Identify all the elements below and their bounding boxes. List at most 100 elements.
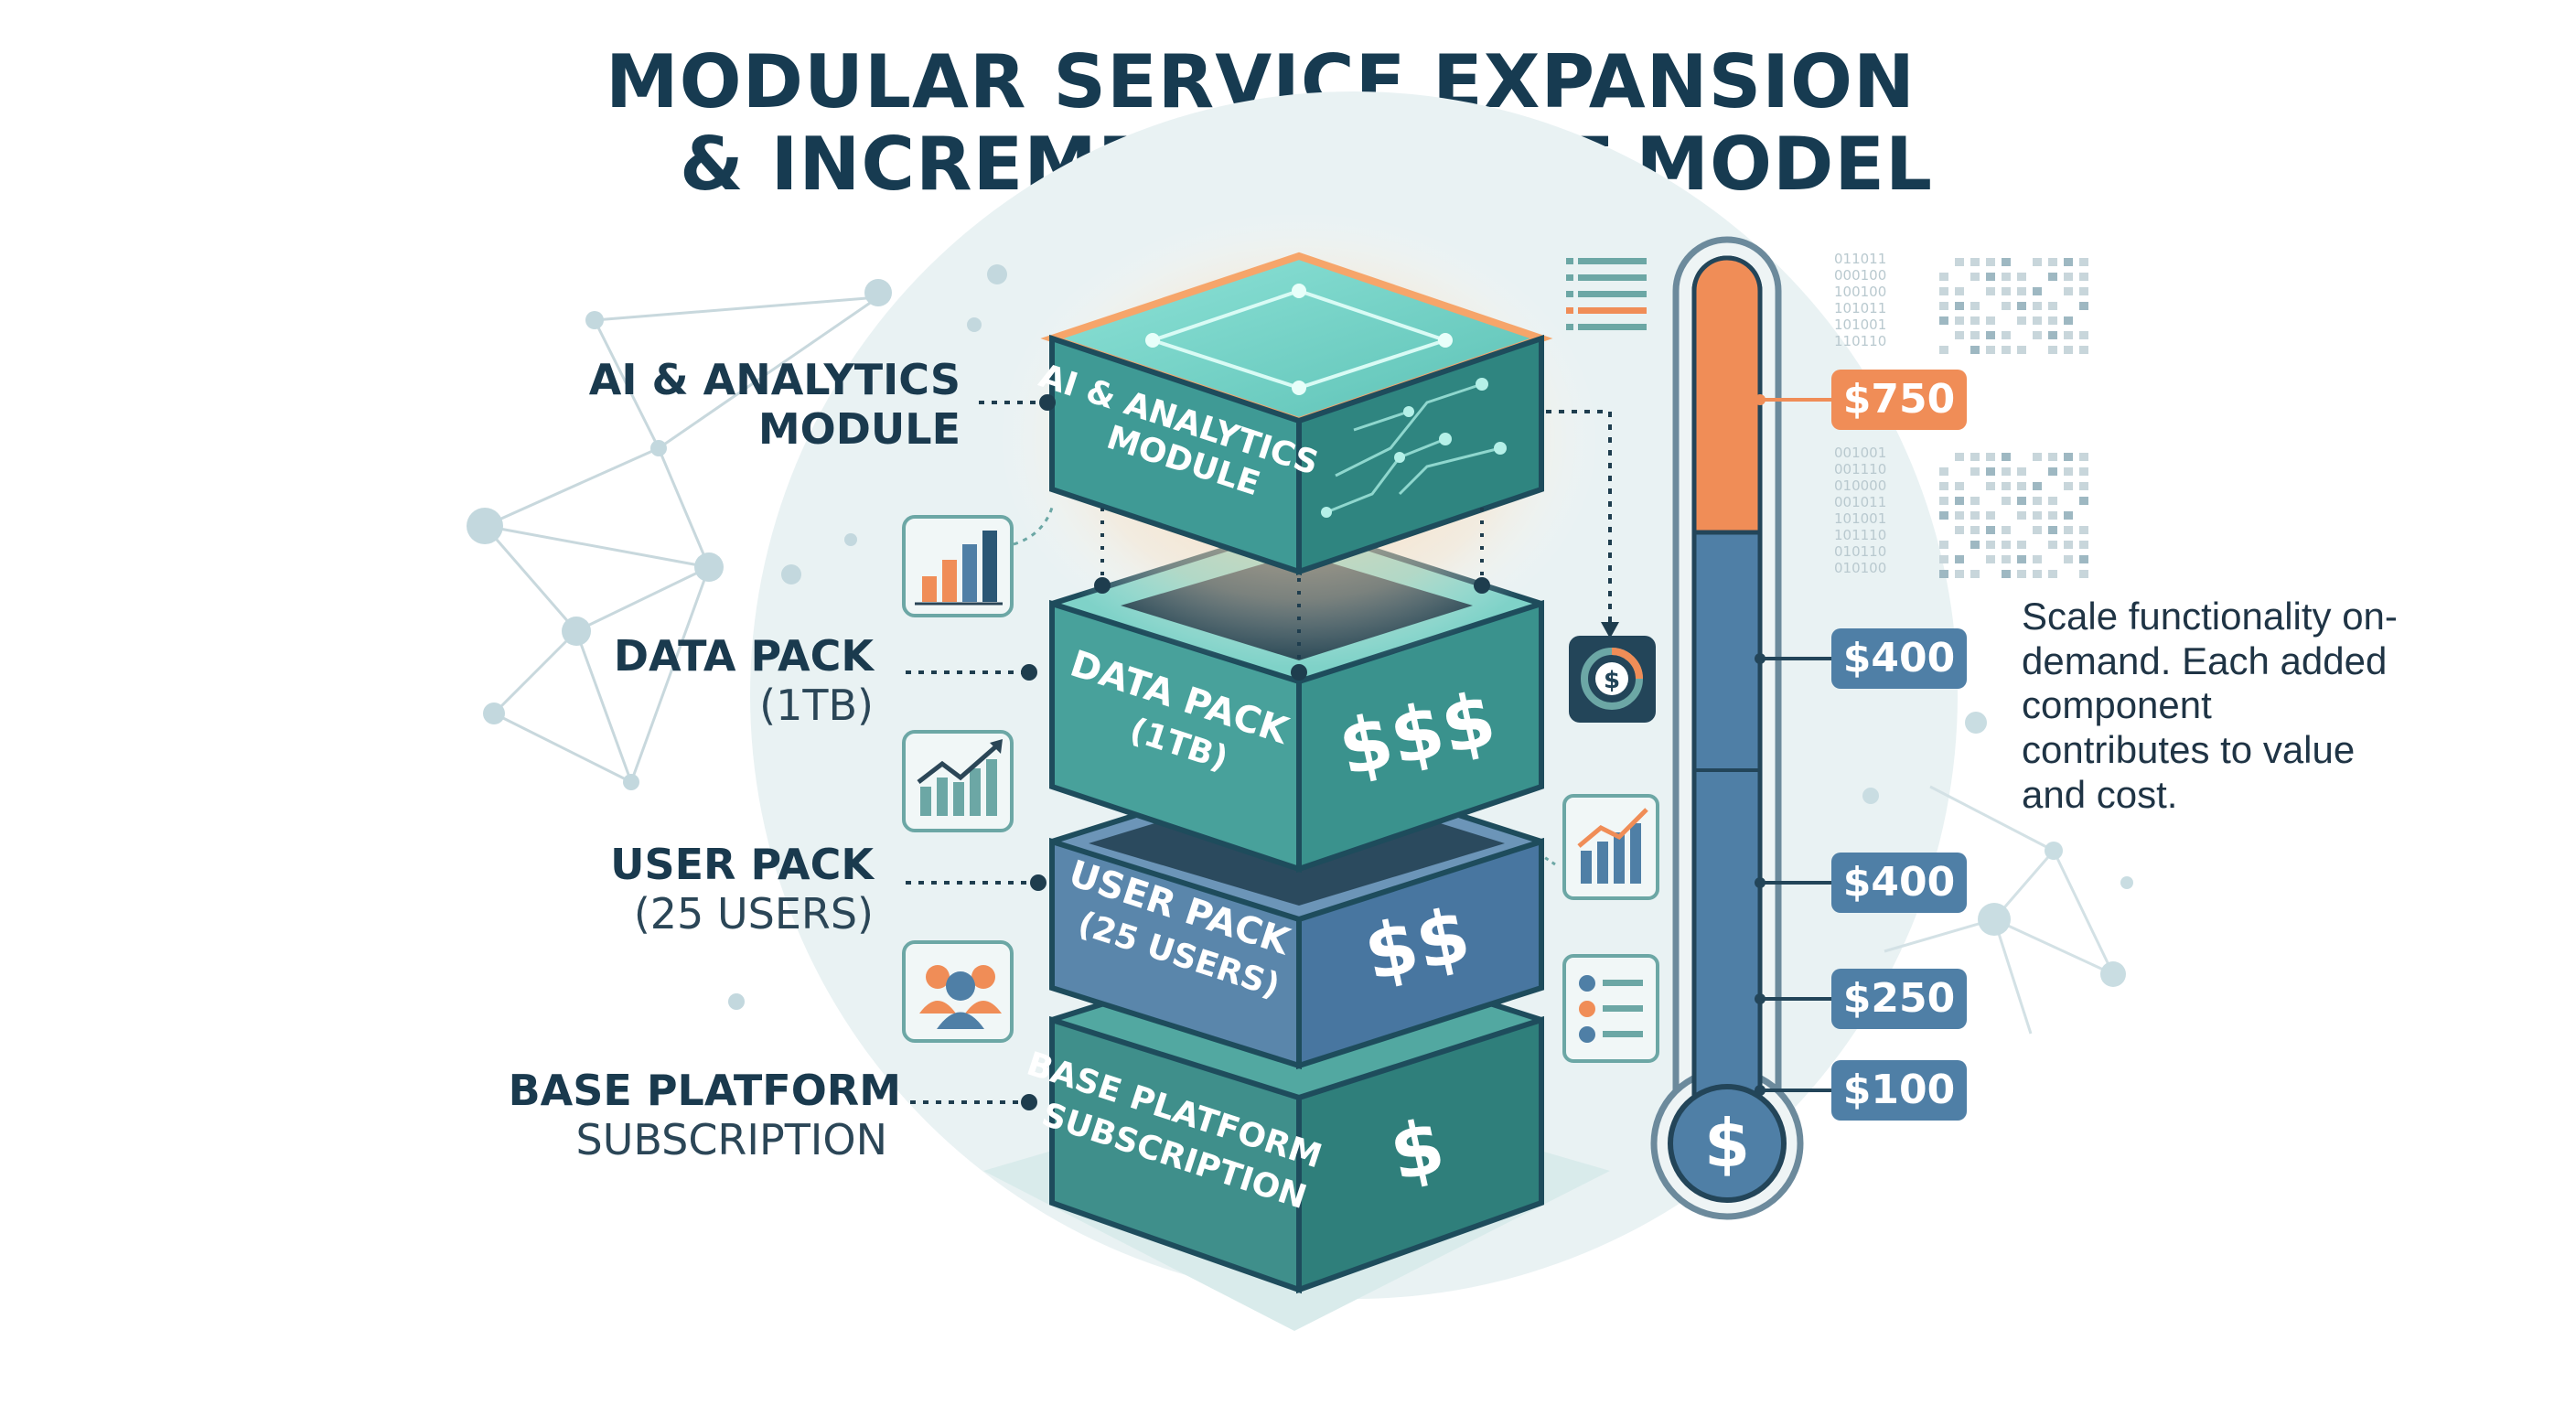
pixel-cell — [2048, 316, 2057, 325]
pixel-cell — [1970, 526, 1980, 534]
pixel-cell — [1939, 467, 1948, 476]
pixel-cell — [1986, 287, 1995, 295]
pixel-cell — [1970, 570, 1980, 578]
list-decoration — [1566, 258, 1647, 330]
pixel-cell — [1986, 541, 1995, 549]
pixel-cell — [1970, 316, 1980, 325]
pixel-cell — [2002, 287, 2011, 295]
pixel-cell — [2064, 555, 2073, 563]
pixel-cell — [2048, 331, 2057, 339]
pixel-cell — [2033, 453, 2042, 461]
pixel-cell — [1986, 331, 1995, 339]
label-base-platform: BASE PLATFORM SUBSCRIPTION — [476, 1066, 901, 1165]
label-ai-line-1: AI & ANALYTICS — [588, 355, 961, 404]
label-ai-line-2: MODULE — [757, 404, 961, 455]
pixel-cell — [1939, 346, 1948, 354]
pixel-cell — [2048, 541, 2057, 549]
dollar-gauge-icon: $ — [1569, 636, 1656, 723]
pixel-cell — [2048, 453, 2057, 461]
pixel-cell — [1955, 453, 1964, 461]
pixel-cell — [2033, 555, 2042, 563]
pixel-cell — [1939, 497, 1948, 505]
pixel-cell — [2017, 511, 2026, 520]
pixel-cell — [2079, 273, 2088, 281]
pixel-cell — [2017, 482, 2026, 490]
label-data-pack: DATA PACK (1TB) — [476, 631, 874, 731]
pixel-cell — [1939, 316, 1948, 325]
pixel-cell — [1955, 497, 1964, 505]
pixel-cell — [2033, 302, 2042, 310]
pixel-cell — [2002, 541, 2011, 549]
pixel-cell — [2017, 570, 2026, 578]
pixel-cell — [2002, 482, 2011, 490]
pixel-cell — [2033, 570, 2042, 578]
pixel-cell — [2048, 302, 2057, 310]
svg-text:000100: 000100 — [1834, 267, 1886, 284]
pixel-cell — [1939, 273, 1948, 281]
pixel-cell — [2017, 346, 2026, 354]
circuit-pattern — [1326, 382, 1501, 514]
pixel-cell — [2048, 467, 2057, 476]
description-text: Scale functionality on-demand. Each adde… — [2022, 595, 2398, 816]
pixel-cell — [2064, 258, 2073, 266]
label-user-pack: USER PACK (25 USERS) — [476, 840, 874, 939]
pixel-cell — [2048, 497, 2057, 505]
label-ai-analytics: AI & ANALYTICS MODULE — [512, 355, 961, 455]
pixel-cell — [1986, 467, 1995, 476]
growth-chart-icon — [1540, 794, 1659, 900]
pixel-cell — [1986, 555, 1995, 563]
network-decoration-right — [1884, 785, 2115, 1035]
pixel-cell — [1970, 497, 1980, 505]
checklist-icon — [1562, 954, 1659, 1063]
pixel-cell — [2033, 526, 2042, 534]
label-base-line-2: SUBSCRIPTION — [575, 1115, 888, 1165]
price-badge-250: $250 — [1831, 969, 1967, 1029]
pixel-cell — [1955, 331, 1964, 339]
pixel-cell — [1939, 287, 1948, 295]
binary-decoration: 011011 000100 100100 101011 101001 11011… — [1834, 251, 1886, 576]
pixel-cell — [2079, 570, 2088, 578]
pixel-cell — [2064, 316, 2073, 325]
user-dollar-symbol: $$ — [1358, 892, 1477, 999]
pixel-cell — [1955, 511, 1964, 520]
pixel-cell — [1939, 511, 1948, 520]
pixel-cell — [1955, 258, 1964, 266]
pixel-cell — [1955, 570, 1964, 578]
svg-text:101011: 101011 — [1834, 300, 1886, 316]
pixel-cell — [2064, 526, 2073, 534]
svg-text:110110: 110110 — [1834, 333, 1886, 349]
pixel-cell — [2017, 316, 2026, 325]
pixel-cell — [2002, 331, 2011, 339]
pixel-cell — [2017, 497, 2026, 505]
svg-text:101110: 101110 — [1834, 527, 1886, 543]
label-leaders — [906, 401, 1043, 1104]
network-nodes-left — [467, 264, 1007, 1010]
pixel-grid-decoration — [1939, 258, 2088, 578]
label-data-line-2: (1TB) — [759, 681, 874, 731]
pixel-cell — [2033, 287, 2042, 295]
block-ai-analytics — [1040, 252, 1553, 576]
pixel-cell — [1986, 526, 1995, 534]
pixel-cell — [2033, 316, 2042, 325]
pixel-cell — [1955, 287, 1964, 295]
pixel-cell — [1955, 302, 1964, 310]
pixel-cell — [2017, 287, 2026, 295]
stack-connectors — [1100, 508, 1484, 668]
pixel-cell — [2064, 482, 2073, 490]
pixel-cell — [2002, 570, 2011, 578]
pixel-cell — [1939, 482, 1948, 490]
pixel-cell — [1939, 555, 1948, 563]
pixel-cell — [2017, 555, 2026, 563]
pixel-cell — [2079, 258, 2088, 266]
svg-text:$: $ — [1604, 667, 1620, 694]
pixel-cell — [1970, 541, 1980, 549]
pixel-cell — [1986, 316, 1995, 325]
pixel-cell — [1986, 273, 1995, 281]
pixel-cell — [2079, 346, 2088, 354]
pixel-cell — [2064, 467, 2073, 476]
svg-text:001001: 001001 — [1834, 445, 1886, 461]
pixel-cell — [2079, 526, 2088, 534]
pixel-cell — [2064, 346, 2073, 354]
price-badge-400-bottom: $400 — [1831, 853, 1967, 913]
